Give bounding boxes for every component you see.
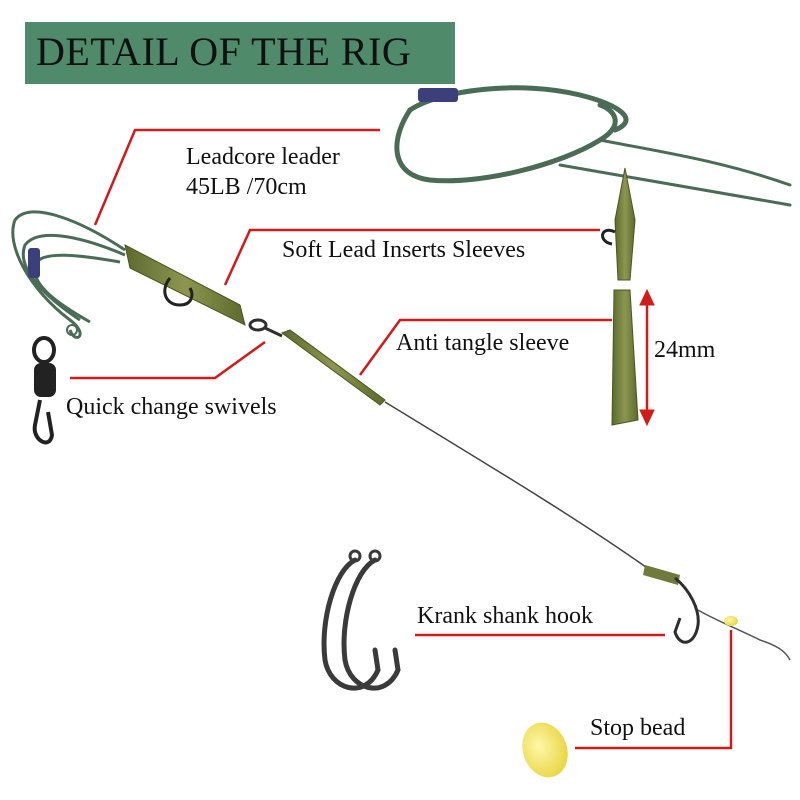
anti-tangle-sleeve-on-rig bbox=[280, 329, 386, 406]
label-swivel: Quick change swivels bbox=[66, 394, 277, 420]
leader-leadcore bbox=[93, 128, 380, 226]
label-measurement: 24mm bbox=[654, 337, 716, 363]
label-soft-lead: Soft Lead Inserts Sleeves bbox=[282, 237, 526, 263]
title-banner bbox=[25, 22, 455, 84]
leader-stop-bead bbox=[575, 630, 733, 750]
hook-on-rig bbox=[643, 565, 791, 661]
hooklink-line bbox=[384, 401, 651, 571]
label-hook: Krank shank hook bbox=[417, 603, 593, 629]
leader-anti-tangle bbox=[358, 318, 612, 376]
krank-shank-hooks-icon bbox=[321, 549, 401, 691]
label-leadcore-line2: 45LB /70cm bbox=[186, 174, 307, 200]
label-anti-tangle: Anti tangle sleeve bbox=[396, 330, 570, 356]
stop-bead-icon bbox=[522, 722, 568, 778]
page-title: DETAIL OF THE RIG bbox=[36, 29, 412, 74]
swivel-on-rig bbox=[248, 318, 283, 338]
soft-lead-insert-sleeve-detail bbox=[601, 167, 636, 281]
leader-soft-lead bbox=[223, 228, 600, 286]
label-stop-bead: Stop bead bbox=[590, 715, 686, 741]
label-leadcore-line1: Leadcore leader bbox=[186, 144, 340, 170]
leadcore-coil-main bbox=[11, 210, 126, 339]
label-leadcore: Leadcore leader 45LB /70cm bbox=[186, 142, 340, 202]
leadcore-coil-detail bbox=[394, 85, 792, 207]
measurement-arrow bbox=[639, 288, 655, 427]
leader-lines bbox=[70, 128, 733, 750]
lead-sleeve-on-rig bbox=[124, 244, 246, 326]
anti-tangle-sleeve-detail bbox=[611, 289, 639, 426]
leader-swivel bbox=[70, 340, 266, 380]
quick-change-swivel-icon bbox=[32, 336, 56, 445]
